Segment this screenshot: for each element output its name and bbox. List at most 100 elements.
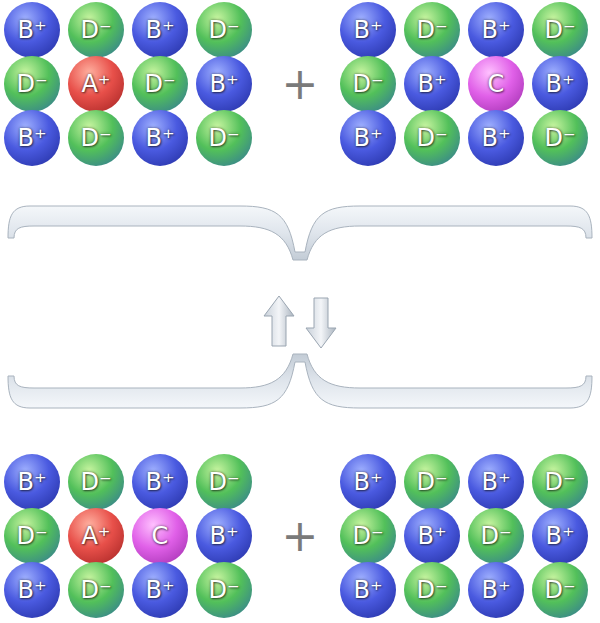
ion-ball: B⁺ [404, 56, 460, 112]
ion-symbol: D⁻ [544, 126, 575, 150]
ion-ball: D⁻ [68, 2, 124, 58]
ion-symbol: B⁺ [481, 18, 510, 42]
ion-ball: D⁻ [4, 56, 60, 112]
ion-symbol: D⁻ [544, 18, 575, 42]
ion-ball: B⁺ [532, 508, 588, 564]
bracket-top [8, 206, 592, 260]
ion-ball: C [468, 56, 524, 112]
ion-ball: B⁺ [4, 2, 60, 58]
ion-ball: D⁻ [404, 2, 460, 58]
ion-ball: D⁻ [468, 508, 524, 564]
ion-symbol: D⁻ [80, 18, 111, 42]
ion-symbol: B⁺ [145, 18, 174, 42]
ion-symbol: D⁻ [80, 126, 111, 150]
ion-symbol: B⁺ [209, 524, 238, 548]
ion-symbol: C [488, 72, 505, 96]
ion-ball: B⁺ [468, 454, 524, 510]
ion-symbol: B⁺ [417, 72, 446, 96]
bracket-bottom [8, 354, 592, 408]
ion-ball: B⁺ [196, 508, 252, 564]
ion-symbol: D⁻ [480, 524, 511, 548]
ion-ball: B⁺ [132, 454, 188, 510]
ion-ball: B⁺ [468, 562, 524, 618]
ion-ball: A⁺ [68, 56, 124, 112]
ion-symbol: B⁺ [481, 126, 510, 150]
ion-symbol: B⁺ [17, 578, 46, 602]
ion-ball: D⁻ [4, 508, 60, 564]
ion-symbol: B⁺ [353, 578, 382, 602]
ion-ball: B⁺ [132, 562, 188, 618]
ion-symbol: A⁺ [81, 524, 110, 548]
ion-symbol: D⁻ [208, 126, 239, 150]
ion-ball: B⁺ [340, 110, 396, 166]
ion-symbol: D⁻ [16, 524, 47, 548]
ion-symbol: B⁺ [545, 524, 574, 548]
ion-symbol: D⁻ [416, 470, 447, 494]
ion-ball: B⁺ [4, 562, 60, 618]
ion-symbol: B⁺ [17, 126, 46, 150]
ion-symbol: B⁺ [145, 470, 174, 494]
ion-ball: D⁻ [404, 110, 460, 166]
ion-symbol: D⁻ [208, 18, 239, 42]
ion-symbol: D⁻ [144, 72, 175, 96]
ion-ball: B⁺ [4, 110, 60, 166]
ion-symbol: B⁺ [17, 470, 46, 494]
ion-ball: B⁺ [532, 56, 588, 112]
ion-ball: D⁻ [532, 562, 588, 618]
ion-ball: B⁺ [340, 2, 396, 58]
ion-ball: B⁺ [340, 562, 396, 618]
ion-ball: B⁺ [196, 56, 252, 112]
ion-ball: B⁺ [468, 110, 524, 166]
ion-symbol: D⁻ [544, 578, 575, 602]
ion-symbol: D⁻ [544, 470, 575, 494]
ion-ball: C [132, 508, 188, 564]
ion-symbol: D⁻ [352, 72, 383, 96]
ion-symbol: B⁺ [209, 72, 238, 96]
ion-symbol: C [152, 524, 169, 548]
ion-ball: D⁻ [532, 2, 588, 58]
ion-symbol: B⁺ [417, 524, 446, 548]
ion-ball: B⁺ [132, 2, 188, 58]
ion-symbol: B⁺ [481, 470, 510, 494]
ion-ball: D⁻ [404, 454, 460, 510]
ion-ball: D⁻ [196, 2, 252, 58]
ion-symbol: B⁺ [353, 126, 382, 150]
ion-ball: D⁻ [68, 110, 124, 166]
ion-symbol: D⁻ [416, 578, 447, 602]
ion-symbol: B⁺ [481, 578, 510, 602]
ion-ball: D⁻ [340, 508, 396, 564]
ion-ball: D⁻ [68, 454, 124, 510]
ion-symbol: A⁺ [81, 72, 110, 96]
ion-symbol: B⁺ [145, 126, 174, 150]
ion-ball: D⁻ [132, 56, 188, 112]
arrow-up [264, 296, 294, 346]
ion-symbol: B⁺ [353, 18, 382, 42]
ion-ball: D⁻ [532, 110, 588, 166]
ion-symbol: B⁺ [353, 470, 382, 494]
ion-symbol: B⁺ [145, 578, 174, 602]
ion-ball: A⁺ [68, 508, 124, 564]
ion-symbol: D⁻ [80, 470, 111, 494]
plus-sign: + [282, 514, 319, 558]
ion-symbol: B⁺ [17, 18, 46, 42]
ion-ball: B⁺ [468, 2, 524, 58]
ion-ball: B⁺ [132, 110, 188, 166]
ion-symbol: D⁻ [416, 18, 447, 42]
ion-ball: D⁻ [68, 562, 124, 618]
plus-sign: + [282, 62, 319, 106]
ion-symbol: D⁻ [16, 72, 47, 96]
ion-ball: B⁺ [4, 454, 60, 510]
ion-ball: D⁻ [196, 110, 252, 166]
ion-ball: D⁻ [196, 454, 252, 510]
ion-symbol: B⁺ [545, 72, 574, 96]
ion-symbol: D⁻ [416, 126, 447, 150]
ion-symbol: D⁻ [208, 578, 239, 602]
ion-symbol: D⁻ [80, 578, 111, 602]
ion-symbol: D⁻ [208, 470, 239, 494]
ion-symbol: D⁻ [352, 524, 383, 548]
ion-ball: B⁺ [404, 508, 460, 564]
ion-ball: D⁻ [404, 562, 460, 618]
ion-ball: D⁻ [196, 562, 252, 618]
ion-ball: B⁺ [340, 454, 396, 510]
ion-ball: D⁻ [532, 454, 588, 510]
